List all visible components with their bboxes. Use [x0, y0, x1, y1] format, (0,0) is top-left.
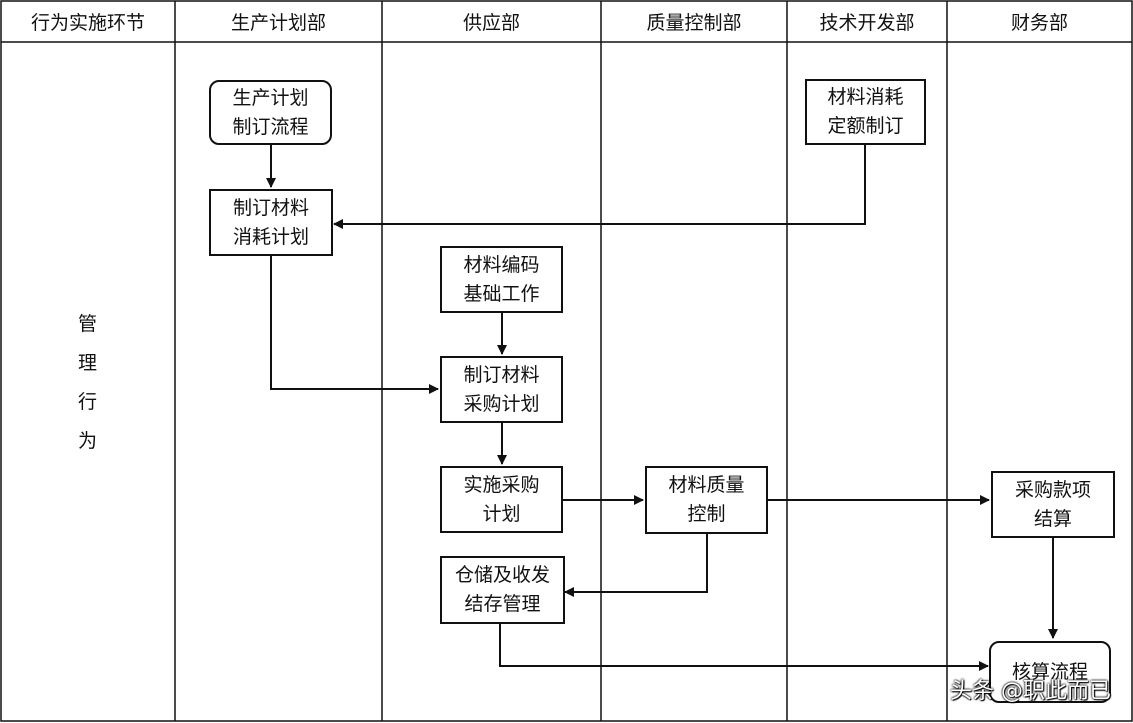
- edge-consumption-plan-to-purchase-plan: [270, 256, 439, 394]
- header-finance: 财务部: [1010, 11, 1068, 34]
- node-label: 采购款项 结算: [1014, 478, 1091, 530]
- node-label: 核算流程: [1011, 660, 1088, 683]
- edge-warehouse-to-accounting: [499, 624, 989, 671]
- row-label-char: 管: [77, 313, 97, 335]
- header-quality-control: 质量控制部: [646, 11, 742, 34]
- node-consumption-quota: 材料消耗 定额制订: [805, 79, 926, 145]
- header-supply: 供应部: [462, 11, 520, 34]
- header-behavior-stage: 行为实施环节: [30, 11, 145, 34]
- node-payment-settlement: 采购款项 结算: [991, 471, 1115, 538]
- node-implement-purchase-plan: 实施采购 计划: [440, 466, 563, 533]
- node-label: 生产计划 制订流程: [232, 86, 309, 138]
- watermark-text: 头条 @职此而已: [950, 679, 1111, 704]
- node-material-quality-control: 材料质量 控制: [645, 466, 768, 534]
- node-label: 实施采购 计划: [463, 473, 540, 525]
- row-label-management-behavior: 管 理 行 为: [60, 305, 115, 461]
- edge-quota-to-consumption-plan: [333, 145, 866, 229]
- node-label: 制订材料 消耗计划: [232, 196, 309, 248]
- node-label: 材料消耗 定额制订: [827, 86, 904, 137]
- node-label: 仓储及收发 结存管理: [454, 564, 550, 615]
- row-label-char: 为: [77, 430, 97, 452]
- node-warehouse-management: 仓储及收发 结存管理: [440, 556, 565, 624]
- node-label: 制订材料 采购计划: [463, 363, 540, 415]
- node-label: 材料编码 基础工作: [463, 253, 540, 305]
- header-technology-development: 技术开发部: [819, 11, 915, 34]
- node-production-plan-flow: 生产计划 制订流程: [209, 80, 332, 145]
- node-material-consumption-plan: 制订材料 消耗计划: [209, 189, 333, 256]
- header-production-planning: 生产计划部: [230, 11, 326, 34]
- node-material-purchase-plan: 制订材料 采购计划: [440, 356, 563, 423]
- edge-quality-to-warehouse: [564, 534, 708, 597]
- row-label-char: 理: [77, 352, 97, 374]
- node-label: 材料质量 控制: [668, 474, 745, 525]
- row-label-char: 行: [77, 391, 97, 413]
- node-accounting-flow: 核算流程: [989, 641, 1111, 703]
- node-material-coding: 材料编码 基础工作: [440, 246, 563, 313]
